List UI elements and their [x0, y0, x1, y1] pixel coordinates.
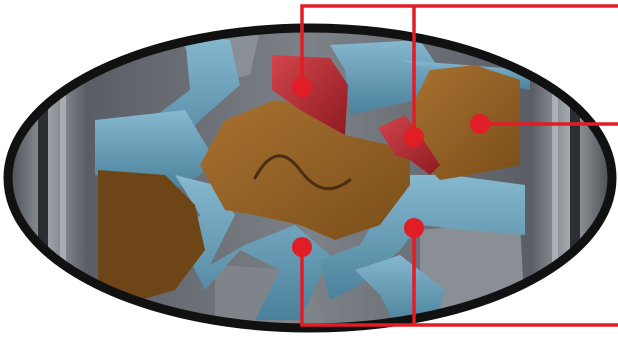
shoulder-highlight-left [60, 20, 66, 340]
shoulder-rib-left [38, 20, 48, 340]
callout-dot-bottom-right [404, 218, 424, 238]
callout-dot-right [470, 114, 490, 134]
shoulder-highlight-right [552, 20, 558, 340]
callout-dot-top-right [404, 127, 424, 147]
callout-dot-bottom-left [292, 237, 312, 257]
callout-dot-top-left [292, 77, 312, 97]
shoulder-rib-right [570, 20, 580, 340]
